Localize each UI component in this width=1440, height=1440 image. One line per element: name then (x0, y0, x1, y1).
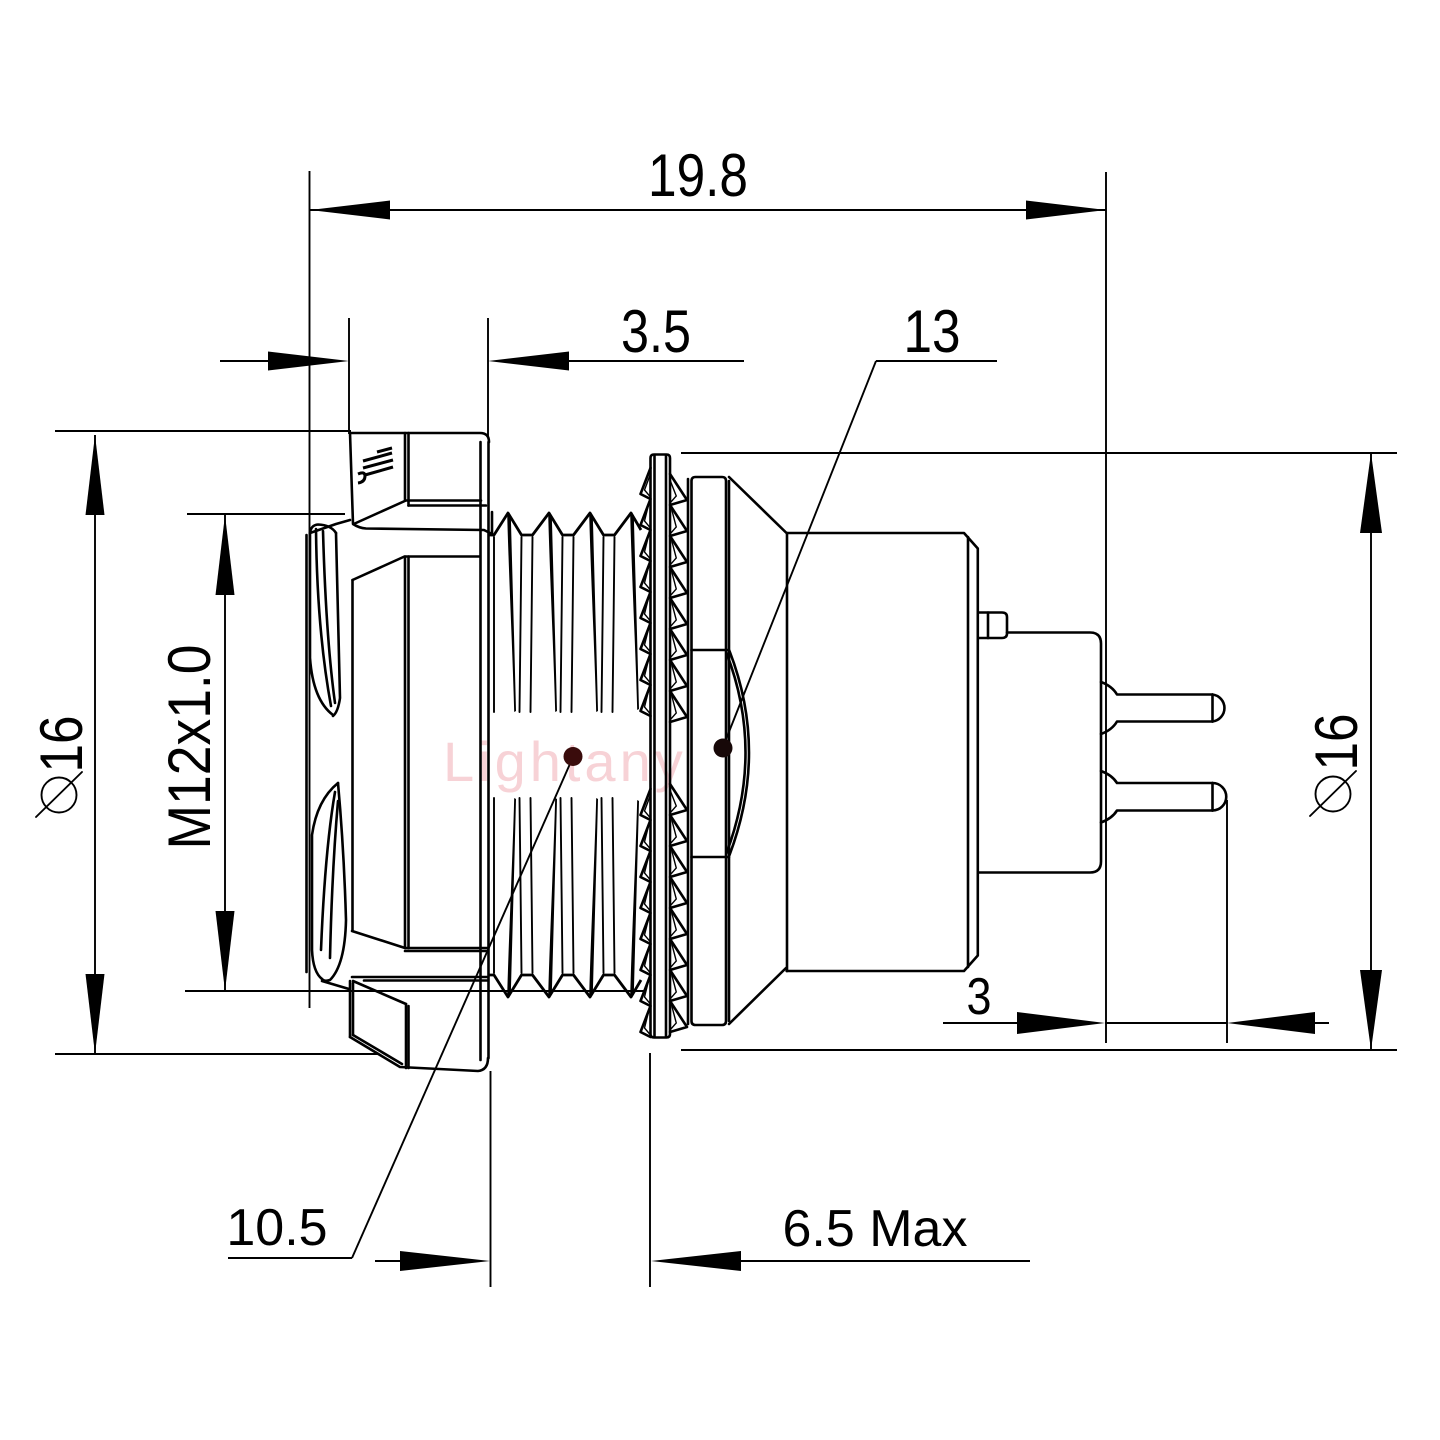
svg-text:16: 16 (28, 716, 95, 773)
svg-text:16: 16 (1303, 714, 1370, 771)
svg-text:M12x1.0: M12x1.0 (156, 645, 223, 850)
svg-text:6.5 Max: 6.5 Max (783, 1200, 968, 1258)
svg-text:Lightany: Lightany (443, 730, 687, 793)
svg-text:10.5: 10.5 (226, 1199, 327, 1257)
svg-text:3: 3 (967, 968, 992, 1026)
svg-text:19.8: 19.8 (648, 142, 748, 209)
svg-text:13: 13 (904, 298, 961, 365)
svg-text:3.5: 3.5 (621, 298, 691, 365)
